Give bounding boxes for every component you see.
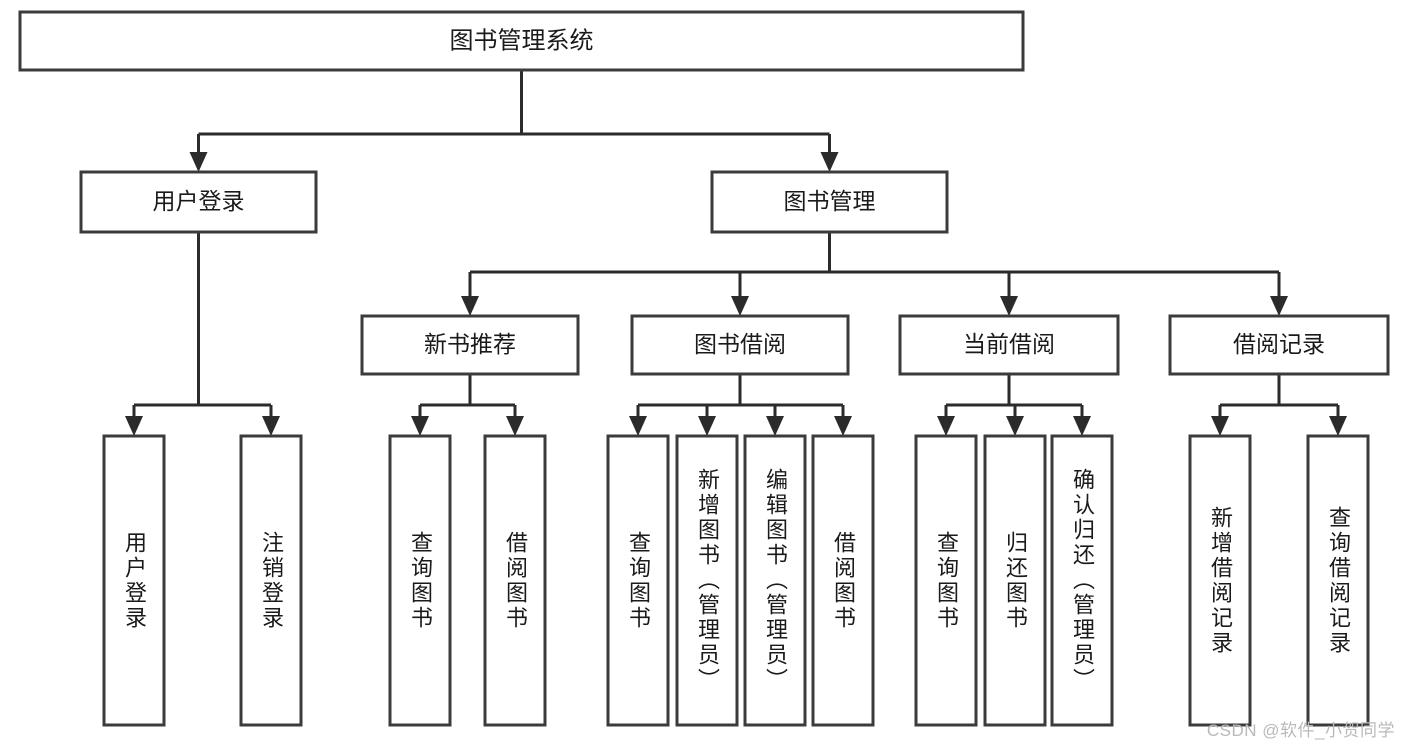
leaf-node-编辑图书管理员[interactable] xyxy=(743,434,807,727)
arrow-head-icon xyxy=(125,416,143,436)
root-node-图书管理系统[interactable]: 图书管理系统 xyxy=(18,10,1025,72)
node-label: 当前借阅 xyxy=(963,331,1055,357)
leaf-node-注销登录[interactable] xyxy=(239,434,303,727)
arrow-head-icon xyxy=(461,296,479,316)
arrow-head-icon xyxy=(834,416,852,436)
arrow-head-icon xyxy=(411,416,429,436)
arrow-head-icon xyxy=(262,416,280,436)
arrow-head-icon xyxy=(1073,416,1091,436)
node-label: 新书推荐 xyxy=(424,331,516,357)
arrow-head-icon xyxy=(820,152,839,172)
node-label: 图书借阅 xyxy=(694,331,786,357)
arrow-head-icon xyxy=(1329,416,1347,436)
leaf-node-查询图书[interactable] xyxy=(388,434,452,727)
arrow-head-icon xyxy=(629,416,647,436)
arrow-head-icon xyxy=(698,416,716,436)
arrow-head-icon xyxy=(1211,416,1229,436)
leaf-node-借阅图书[interactable] xyxy=(811,434,875,727)
arrow-head-icon xyxy=(937,416,955,436)
arrow-head-icon xyxy=(189,152,208,172)
level3-node-当前借阅[interactable]: 当前借阅 xyxy=(898,314,1120,376)
leaf-node-查询借阅记录[interactable] xyxy=(1306,434,1370,727)
leaf-node-查询图书[interactable] xyxy=(914,434,978,727)
node-label: 图书管理系统 xyxy=(450,27,594,54)
leaf-node-用户登录[interactable] xyxy=(102,434,166,727)
node-label: 图书管理 xyxy=(784,188,876,214)
arrow-head-icon xyxy=(766,416,784,436)
level3-node-借阅记录[interactable]: 借阅记录 xyxy=(1168,314,1390,376)
arrow-head-icon xyxy=(731,296,749,316)
leaf-node-查询图书[interactable] xyxy=(606,434,670,727)
leaf-node-新增图书管理员[interactable] xyxy=(675,434,739,727)
arrow-head-icon xyxy=(1006,416,1024,436)
connector-lines xyxy=(125,70,1347,436)
csdn-watermark: CSDN @软件_小贺同学 xyxy=(1206,721,1395,740)
level3-node-新书推荐[interactable]: 新书推荐 xyxy=(360,314,580,376)
level2-node-用户登录[interactable]: 用户登录 xyxy=(79,170,318,234)
node-label: 用户登录 xyxy=(153,188,245,214)
arrow-head-icon xyxy=(1270,296,1288,316)
leaf-node-新增借阅记录[interactable] xyxy=(1188,434,1252,727)
level3-node-图书借阅[interactable]: 图书借阅 xyxy=(630,314,850,376)
arrow-head-icon xyxy=(1000,296,1018,316)
node-label: 借阅记录 xyxy=(1233,331,1325,357)
leaf-node-借阅图书[interactable] xyxy=(483,434,547,727)
level2-node-图书管理[interactable]: 图书管理 xyxy=(710,170,949,234)
leaf-node-归还图书[interactable] xyxy=(983,434,1047,727)
arrow-head-icon xyxy=(506,416,524,436)
leaf-node-确认归还管理员[interactable] xyxy=(1050,434,1114,727)
